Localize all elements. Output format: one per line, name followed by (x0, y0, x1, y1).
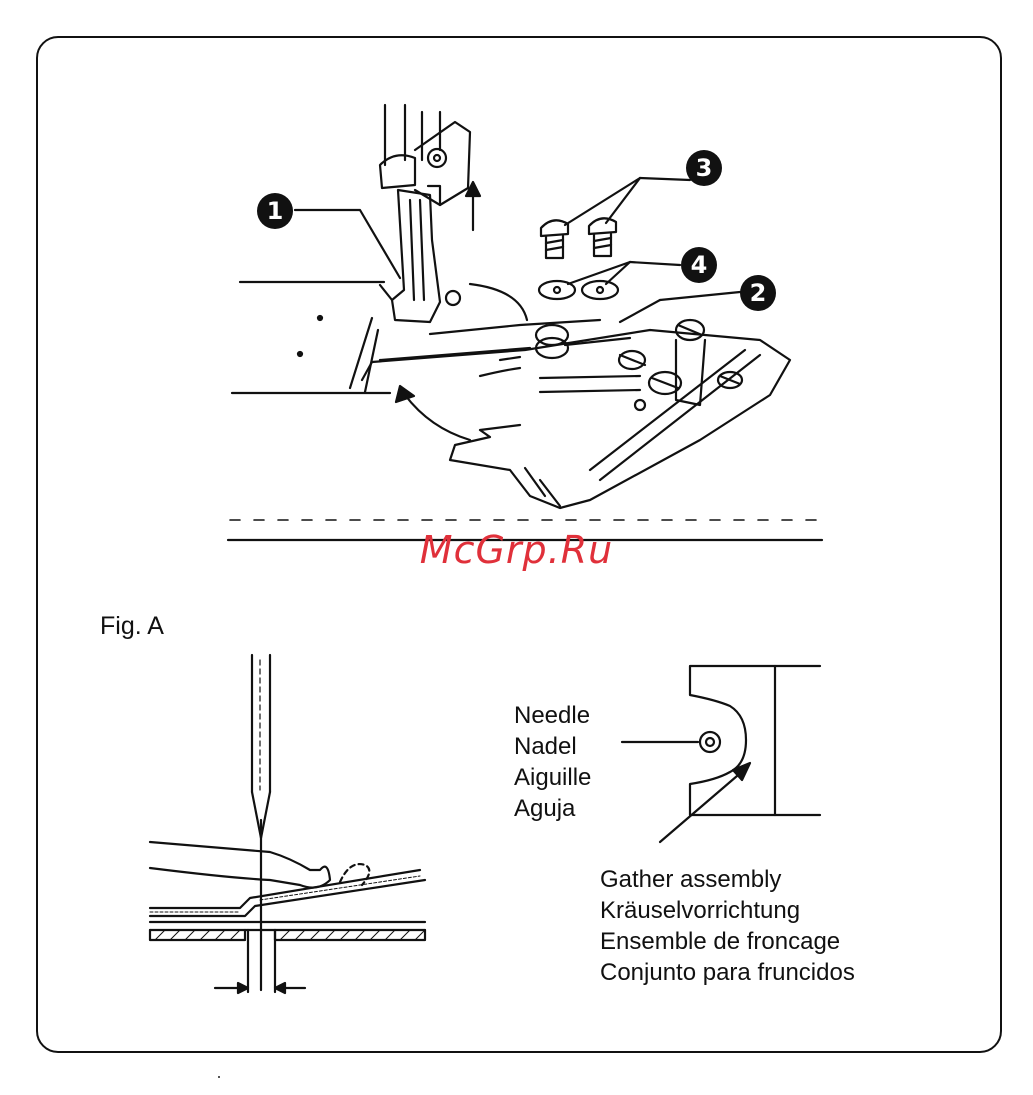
needle-label: Needle Nadel Aiguille Aguja (514, 700, 591, 824)
figure-label: Fig. A (100, 612, 164, 641)
gather-assembly-label: Gather assembly Kräuselvorrichtung Ensem… (600, 864, 855, 988)
needle-label-de: Nadel (514, 731, 591, 762)
needle-label-en: Needle (514, 700, 591, 731)
callout-3-badge: 3 (686, 150, 722, 186)
screws-and-washers-drawing (539, 218, 618, 299)
gather-label-en: Gather assembly (600, 864, 855, 895)
needle-label-es: Aguja (514, 793, 591, 824)
gather-label-fr: Ensemble de froncage (600, 926, 855, 957)
machine-bed-drawing (232, 282, 790, 508)
gather-assembly-top-view (622, 666, 820, 842)
callout-leader-lines (295, 178, 740, 322)
needle-cross-section-drawing (150, 655, 425, 993)
callout-1-badge: 1 (257, 193, 293, 229)
watermark: McGrp.Ru (0, 528, 1033, 572)
needle-label-fr: Aiguille (514, 762, 591, 793)
stray-dot (218, 1076, 220, 1078)
gather-label-es: Conjunto para fruncidos (600, 957, 855, 988)
presser-foot-drawing (380, 105, 480, 322)
callout-4-badge: 4 (681, 247, 717, 283)
callout-2-badge: 2 (740, 275, 776, 311)
gather-label-de: Kräuselvorrichtung (600, 895, 855, 926)
